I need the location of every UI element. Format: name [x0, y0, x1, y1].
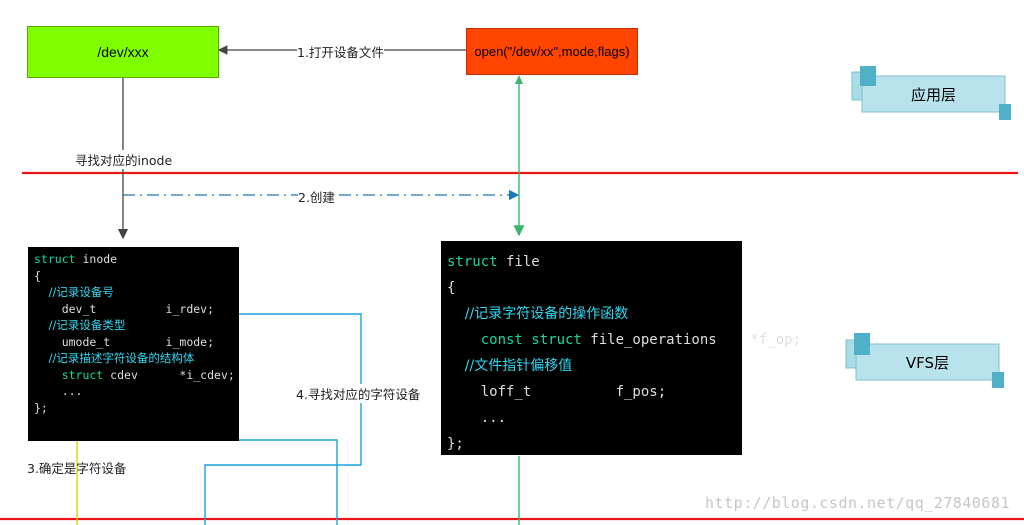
dev-node-label: /dev/xxx — [97, 44, 149, 60]
code-comment: //记录设备类型 — [34, 318, 126, 332]
vfs-layer-tag-shape — [845, 333, 1004, 388]
code-keyword: struct — [34, 252, 76, 266]
code-line: dev_t i_rdev; — [34, 301, 215, 316]
code-line: }; — [447, 436, 464, 452]
code-line: { — [34, 268, 41, 283]
code-comment: //记录描述字符设备的结构体 — [34, 351, 195, 365]
dev-node-box: /dev/xxx — [27, 26, 219, 78]
code-line: }; — [34, 400, 48, 415]
code-text: file — [497, 254, 540, 270]
rdev-link — [203, 313, 362, 525]
code-line: loff_t f_pos; — [447, 384, 667, 400]
find-inode-label: 寻找对应的inode — [75, 150, 173, 169]
code-comment: //记录字符设备的操作函数 — [447, 306, 629, 322]
code-text: file_operations *f_op; — [581, 332, 802, 348]
code-line: umode_t i_mode; — [34, 334, 215, 349]
code-text: inode — [75, 252, 118, 266]
step3-label: 3.确定是字符设备 — [27, 461, 127, 476]
open-call-label: open("/dev/xx",mode,flags) — [474, 44, 630, 59]
code-comment: //文件指针偏移值 — [447, 358, 573, 374]
file-struct-code: struct file{ //记录字符设备的操作函数 const struct … — [441, 241, 801, 455]
app-layer-tag-shape — [851, 66, 1011, 120]
open-call-box: open("/dev/xx",mode,flags) — [466, 28, 638, 75]
step1-label: 1.打开设备文件 — [297, 42, 384, 61]
code-keyword: struct — [34, 367, 104, 382]
watermark-text: http://blog.csdn.net/qq_27840681 — [705, 494, 1010, 512]
vfs-layer-label: VFS层 — [905, 353, 950, 372]
code-keyword: const struct — [447, 332, 582, 348]
step2-label: 2.创建 — [298, 187, 335, 206]
app-layer-label: 应用层 — [910, 85, 956, 104]
code-line: { — [447, 280, 456, 296]
code-line: ... — [34, 384, 83, 398]
inode-struct-code: struct inode { //记录设备号 dev_t i_rdev; //记录… — [28, 247, 239, 441]
code-comment: //记录设备号 — [34, 285, 114, 299]
step4-label: 4.寻找对应的字符设备 — [296, 384, 421, 403]
code-line: ... — [447, 410, 507, 426]
code-text: cdev *i_cdev; — [103, 367, 235, 382]
code-keyword: struct — [447, 254, 498, 270]
